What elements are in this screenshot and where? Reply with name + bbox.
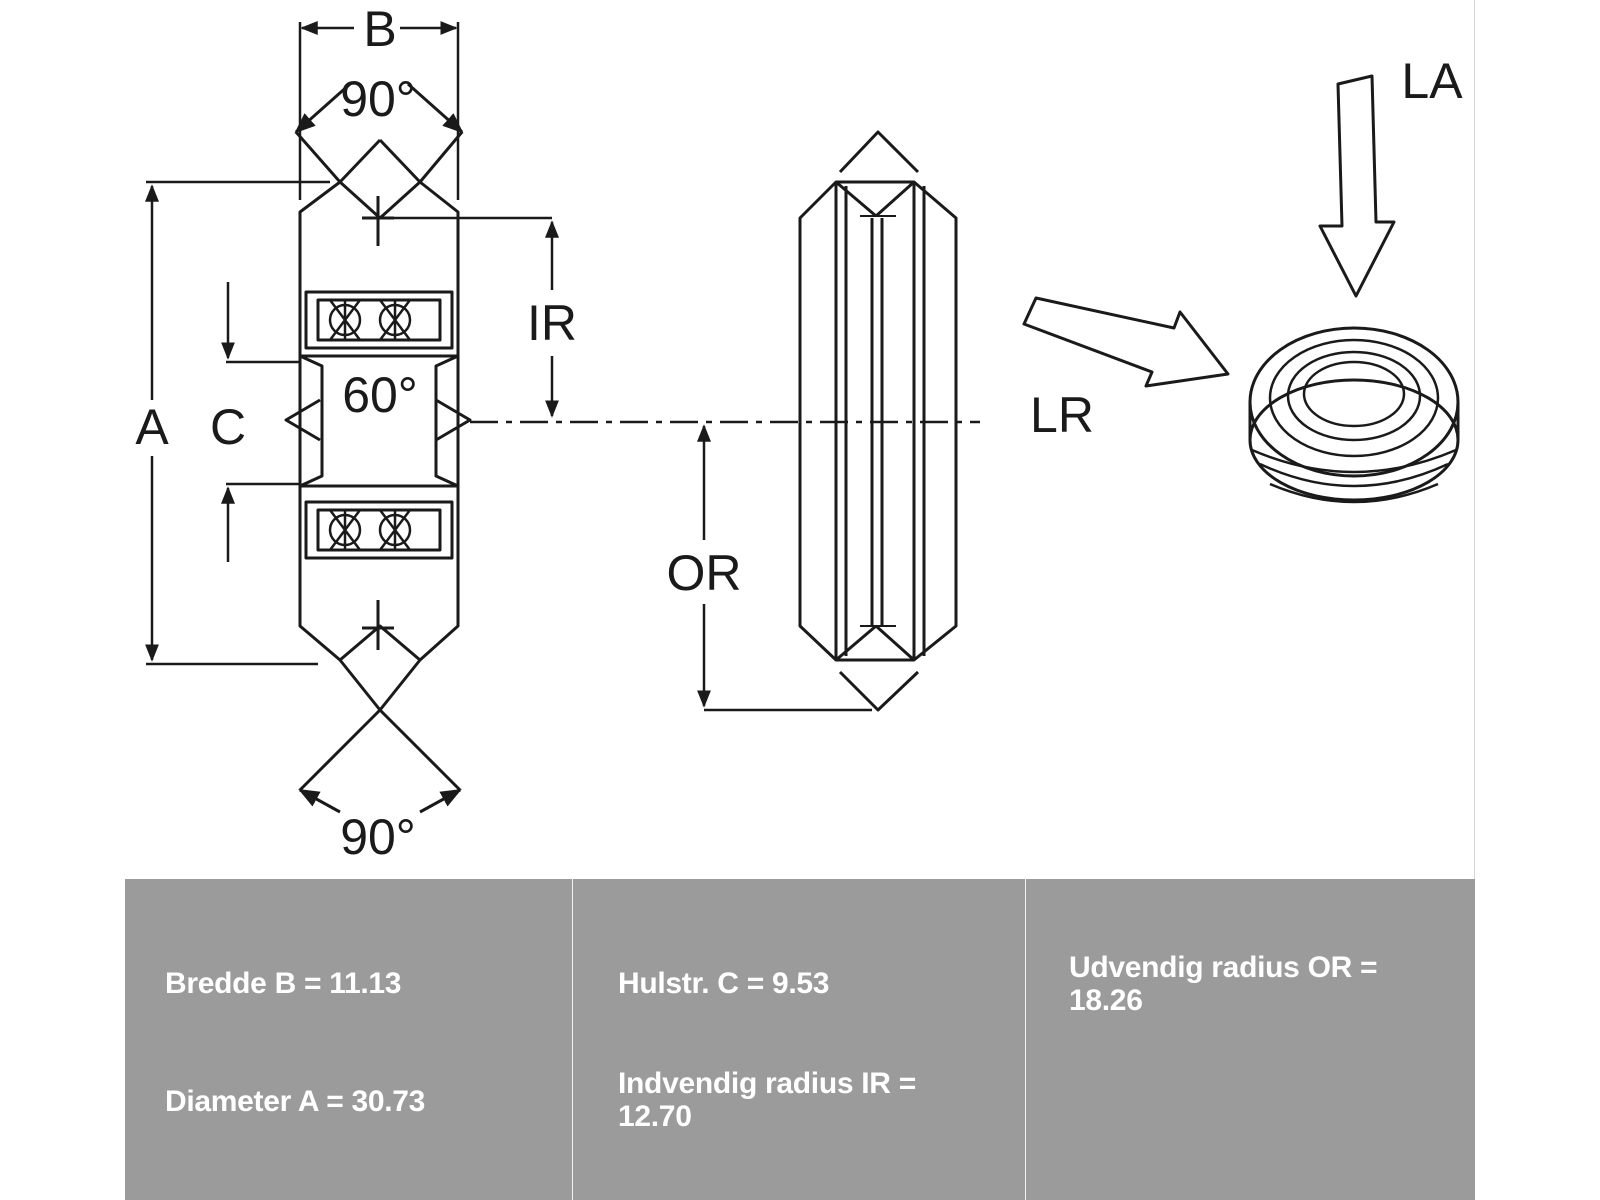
label-load-radial: LR bbox=[1030, 387, 1094, 443]
label-angle-inner: 60° bbox=[342, 367, 418, 423]
label-bore-c: C bbox=[210, 399, 246, 455]
outer-radius-dimension bbox=[697, 424, 872, 712]
label-width-b: B bbox=[363, 1, 396, 57]
specifications-panel: Bredde B = 11.13 Diameter A = 30.73 Huls… bbox=[125, 879, 1475, 1200]
spec-bore: Hulstr. C = 9.53 bbox=[618, 967, 830, 1000]
label-outer-radius: OR bbox=[667, 545, 742, 601]
label-diameter-a: A bbox=[135, 399, 169, 455]
side-view bbox=[798, 130, 958, 712]
label-angle-top: 90° bbox=[340, 71, 416, 127]
load-arrow-radial bbox=[1022, 296, 1230, 388]
bearing-3d-view bbox=[1248, 326, 1460, 504]
label-angle-bottom: 90° bbox=[340, 809, 416, 865]
spec-width: Bredde B = 11.13 bbox=[165, 967, 402, 1000]
spec-column-1: Bredde B = 11.13 Diameter A = 30.73 bbox=[125, 879, 573, 1200]
spec-inner-radius: Indvendig radius IR = 12.70 bbox=[618, 1067, 916, 1133]
bearing-technical-drawing: B 90° 60° 90° A C IR OR LR LA bbox=[135, 1, 1463, 865]
spec-column-3: Udvendig radius OR = 18.26 bbox=[1026, 879, 1475, 1200]
label-load-axial: LA bbox=[1401, 53, 1463, 109]
label-inner-radius: IR bbox=[527, 295, 577, 351]
spec-outer-radius: Udvendig radius OR = 18.26 bbox=[1069, 951, 1378, 1017]
spec-column-2: Hulstr. C = 9.53 Indvendig radius IR = 1… bbox=[573, 879, 1026, 1200]
spec-diameter: Diameter A = 30.73 bbox=[165, 1085, 426, 1118]
frame-divider bbox=[1474, 0, 1475, 1200]
load-arrow-axial bbox=[1318, 74, 1396, 298]
cross-section-view bbox=[145, 21, 559, 814]
